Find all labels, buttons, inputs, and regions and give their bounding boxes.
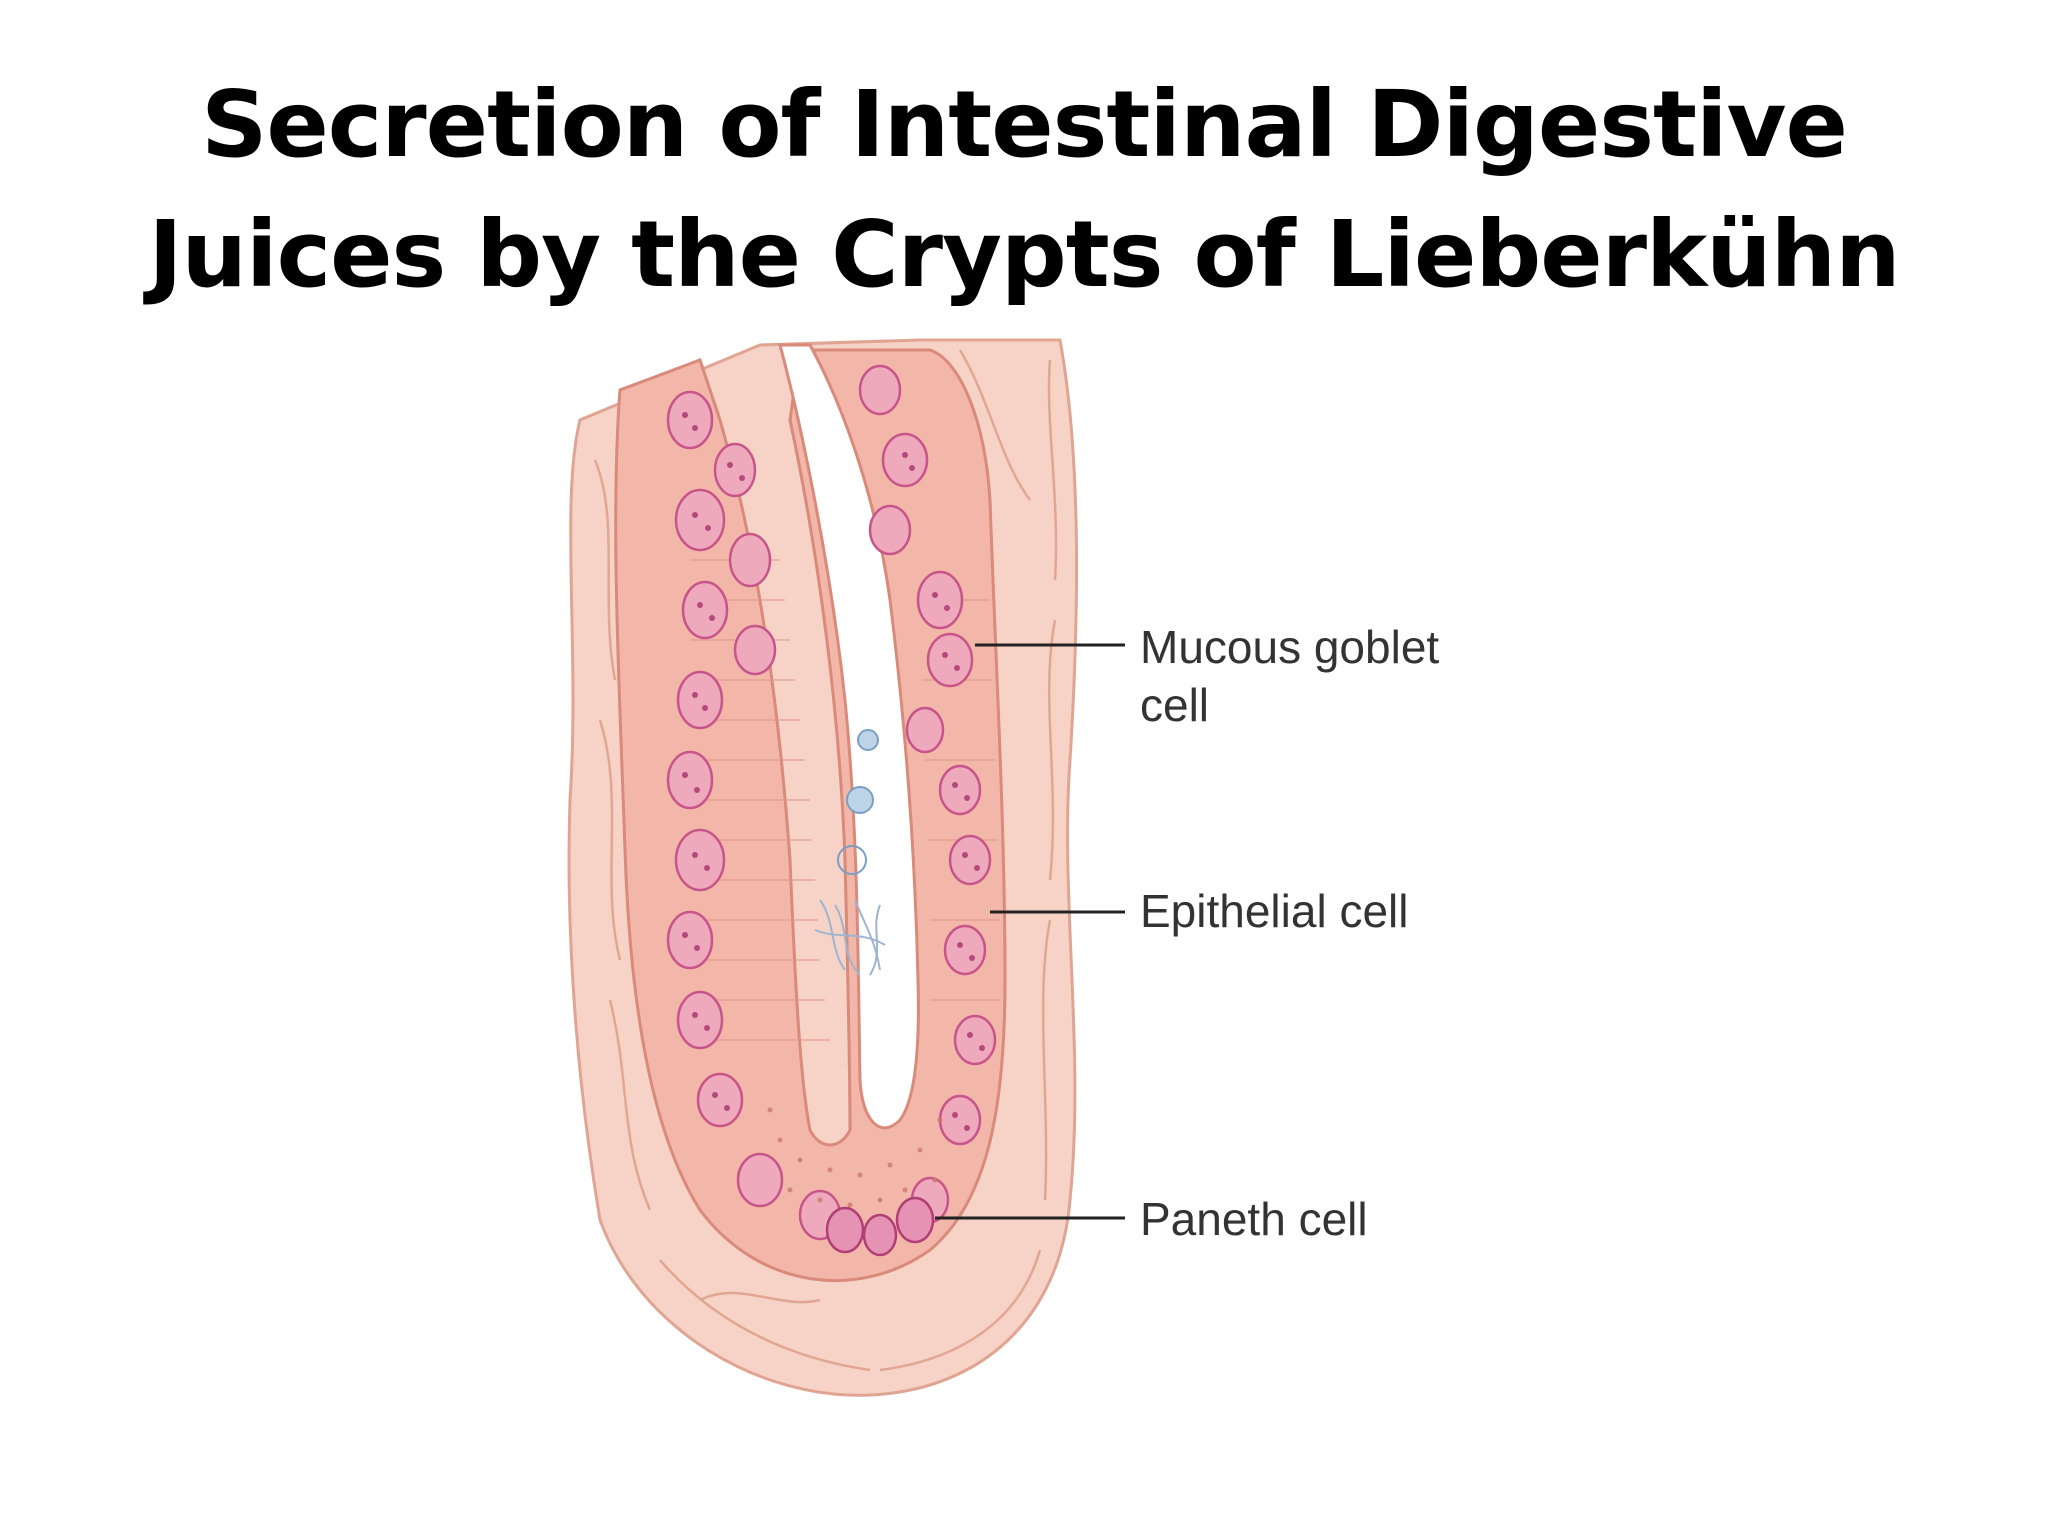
label-goblet-line-2: cell [1140,679,1210,731]
goblet-cells-left [666,390,842,1241]
label-mucous-goblet-cell: Mucous goblet cell [1140,618,1439,734]
lumen-cells [837,729,879,875]
fibrous-strands [593,349,1058,1372]
title-line-2: Juices by the Crypts of Lieberkühn [148,201,1900,308]
label-goblet-line-1: Mucous goblet [1140,621,1440,673]
secretory-granules [682,412,985,1131]
title-line-1: Secretion of Intestinal Digestive [201,71,1848,178]
mucus-strands [814,899,886,976]
leader-lines [935,643,1125,1220]
label-epithelial-text: Epithelial cell [1140,885,1409,937]
label-paneth-cell: Paneth cell [1140,1190,1368,1248]
paneth-granule-stipple [767,1107,943,1208]
cell-boundaries [690,559,1000,1041]
slide-title: Secretion of Intestinal Digestive Juices… [0,60,2048,320]
crypt-lumen [778,343,920,1130]
paneth-cells [825,1196,935,1257]
label-paneth-text: Paneth cell [1140,1193,1368,1245]
label-epithelial-cell: Epithelial cell [1140,882,1408,940]
